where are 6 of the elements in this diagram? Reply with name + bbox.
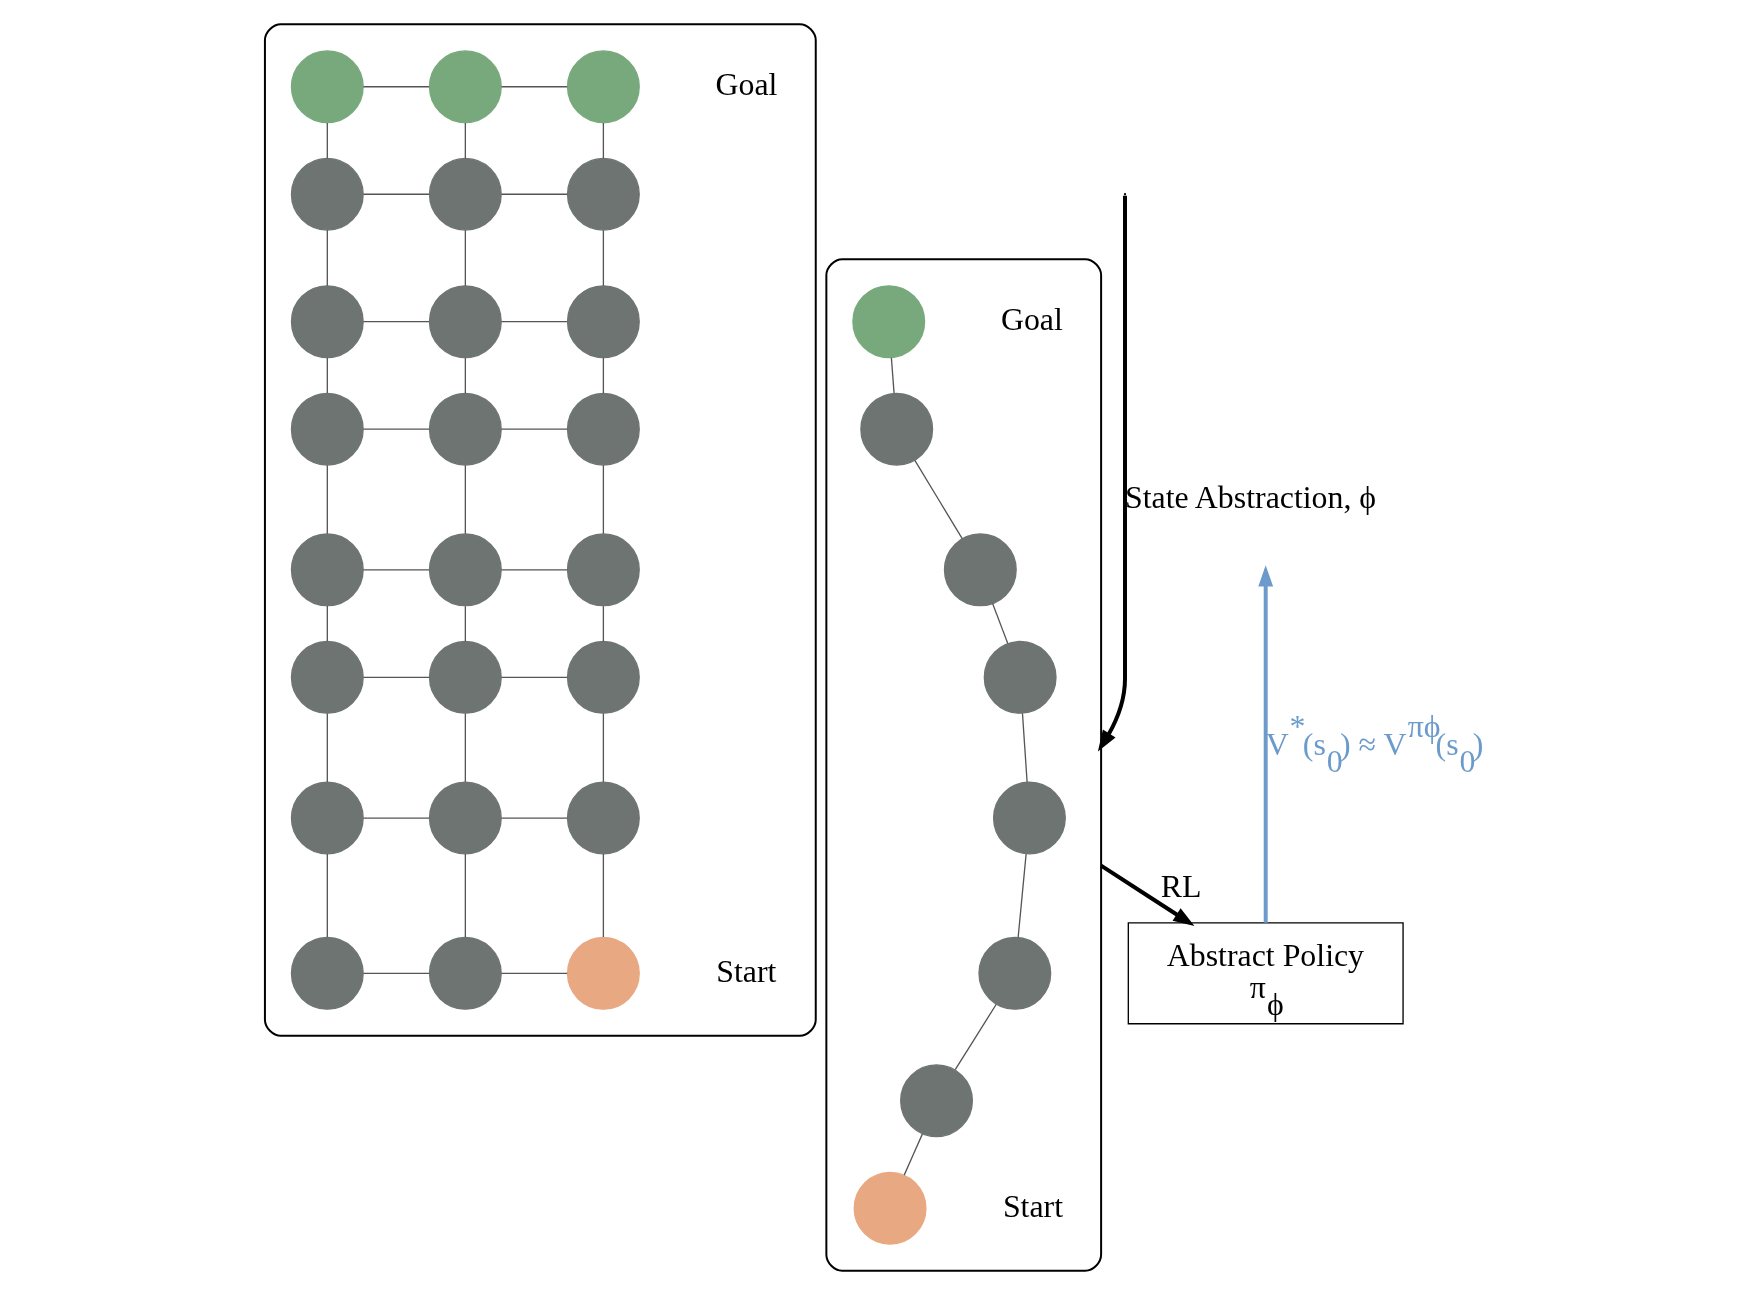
node-label: Start xyxy=(1002,1188,1064,1224)
node-label: Goal xyxy=(715,66,778,102)
node-label: Goal xyxy=(1000,301,1063,337)
edge-label: RL xyxy=(1160,868,1202,904)
edge-label: State Abstraction, ϕ xyxy=(1125,479,1377,515)
node-label: Start xyxy=(716,953,777,989)
